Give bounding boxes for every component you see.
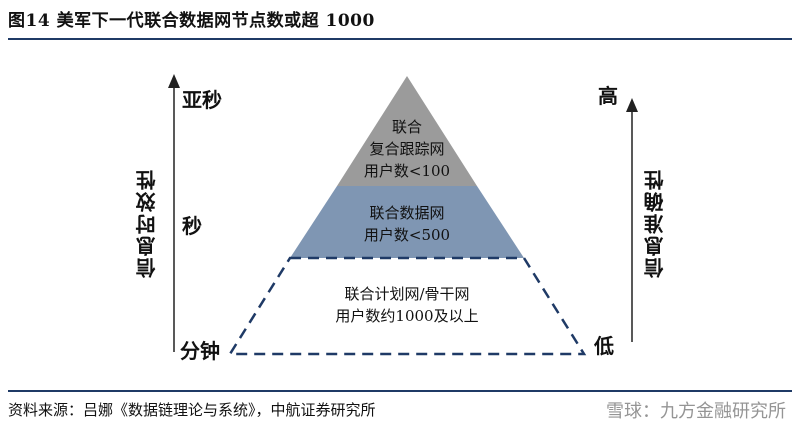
right-axis-top-label: 高 [598,84,618,108]
left-axis-title: 信息时效性 [135,168,159,278]
right-axis-title: 信息准确性 [643,168,667,278]
title-divider [8,38,792,40]
right-axis-arrowhead [626,98,638,112]
tier-top-line3: 用户数<100 [363,162,451,180]
pyramid-tier-middle [290,186,524,258]
left-axis-bottom-label: 分钟 [180,339,220,363]
tier-bottom-line2: 用户数约1000及以上 [335,307,479,325]
tier-top-line1: 联合 [391,118,422,136]
tier-top-line2: 复合跟踪网 [369,140,445,158]
tier-middle-line1: 联合数据网 [369,204,445,222]
tier-bottom-line1: 联合计划网/骨干网 [344,285,470,303]
pyramid-tier-top [337,76,477,186]
left-axis-arrowhead [168,74,180,88]
pyramid-tier-bottom [227,256,587,356]
tier-middle-line2: 用户数<500 [363,226,451,244]
tier-top-text: 联合 复合跟踪网 用户数<100 [337,116,477,182]
tier-bottom-text: 联合计划网/骨干网 用户数约1000及以上 [290,283,524,327]
left-axis-middle-label: 秒 [182,214,202,238]
tier-middle-text: 联合数据网 用户数<500 [320,202,494,246]
figure-title: 图14 美军下一代联合数据网节点数或超 1000 [8,11,375,31]
watermark: 雪球：九方金融研究所 [606,401,786,422]
source-note: 资料来源：吕娜《数据链理论与系统》，中航证券研究所 [8,401,376,419]
left-axis-top-label: 亚秒 [182,88,222,112]
source-divider [8,390,792,392]
right-axis-bottom-label: 低 [594,334,614,358]
